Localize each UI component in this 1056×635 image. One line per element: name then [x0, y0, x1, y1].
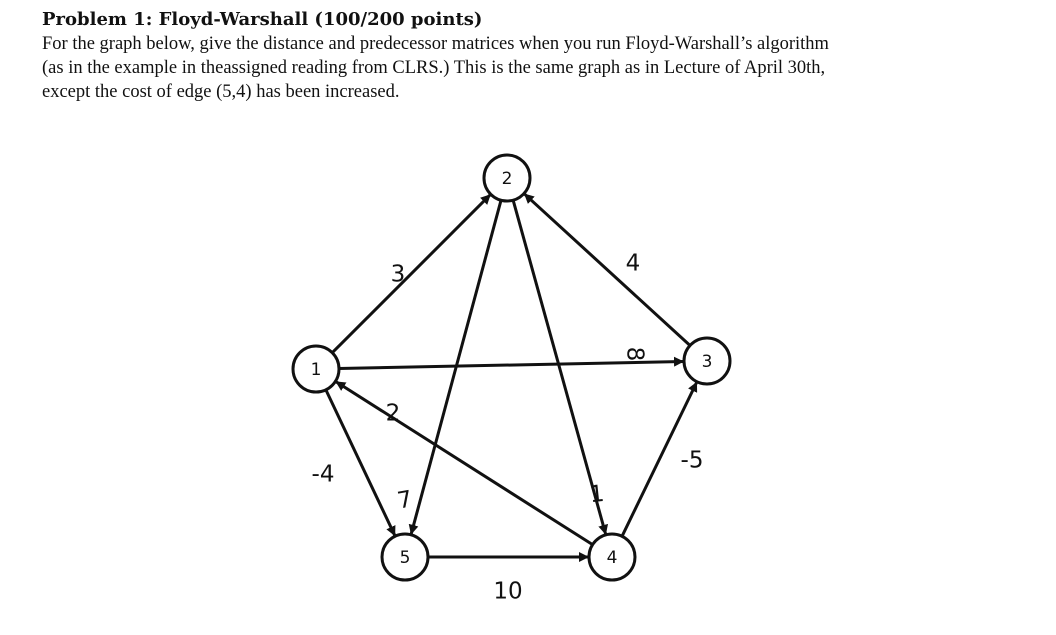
- edge-4-1: [335, 380, 594, 546]
- node-5: 5: [380, 532, 430, 582]
- problem-text: Problem 1: Floyd-Warshall (100/200 point…: [42, 8, 1032, 104]
- edge-weight-2-5: 7: [395, 486, 414, 514]
- node-2: 2: [482, 153, 532, 203]
- edge-weight-2-4: 1: [588, 481, 605, 508]
- edge-weight-4-3: -5: [681, 448, 704, 474]
- edge-weight-3-2: 4: [626, 251, 641, 277]
- node-circle-4: [587, 532, 637, 582]
- edge-weight-1-2: 3: [391, 262, 406, 288]
- node-circle-5: [380, 532, 430, 582]
- problem-title: Problem 1: Floyd-Warshall (100/200 point…: [42, 9, 483, 30]
- edge-4-3: [620, 381, 698, 537]
- node-circle-1: [291, 344, 341, 394]
- node-label-2: 2: [502, 169, 513, 189]
- node-circle-2: [482, 153, 532, 203]
- node-circle-3: [682, 336, 732, 386]
- node-3: 3: [682, 336, 732, 386]
- node-label-4: 4: [607, 548, 618, 568]
- edge-weight-1-5: -4: [312, 462, 335, 488]
- description-line-1: For the graph below, give the distance a…: [42, 34, 829, 54]
- edge-1-5: [324, 389, 397, 537]
- edge-1-2: [331, 193, 492, 354]
- node-4: 4: [587, 532, 637, 582]
- edge-2-4: [511, 199, 609, 535]
- node-1: 1: [291, 344, 341, 394]
- edge-weight-5-4: 10: [493, 579, 522, 605]
- description-line-3: except the cost of edge (5,4) has been i…: [42, 82, 400, 102]
- edge-1-3: [338, 356, 685, 371]
- edge-3-2: [523, 193, 692, 347]
- description-line-2: (as in the example in theassigned readin…: [42, 58, 826, 78]
- node-label-5: 5: [400, 548, 411, 568]
- edge-2-5: [408, 199, 503, 535]
- edge-weight-4-1: 2: [386, 401, 401, 427]
- node-label-3: 3: [702, 352, 713, 372]
- problem-description: For the graph below, give the distance a…: [42, 32, 1032, 104]
- node-label-1: 1: [311, 360, 322, 380]
- edge-weight-1-3: 8: [622, 347, 648, 362]
